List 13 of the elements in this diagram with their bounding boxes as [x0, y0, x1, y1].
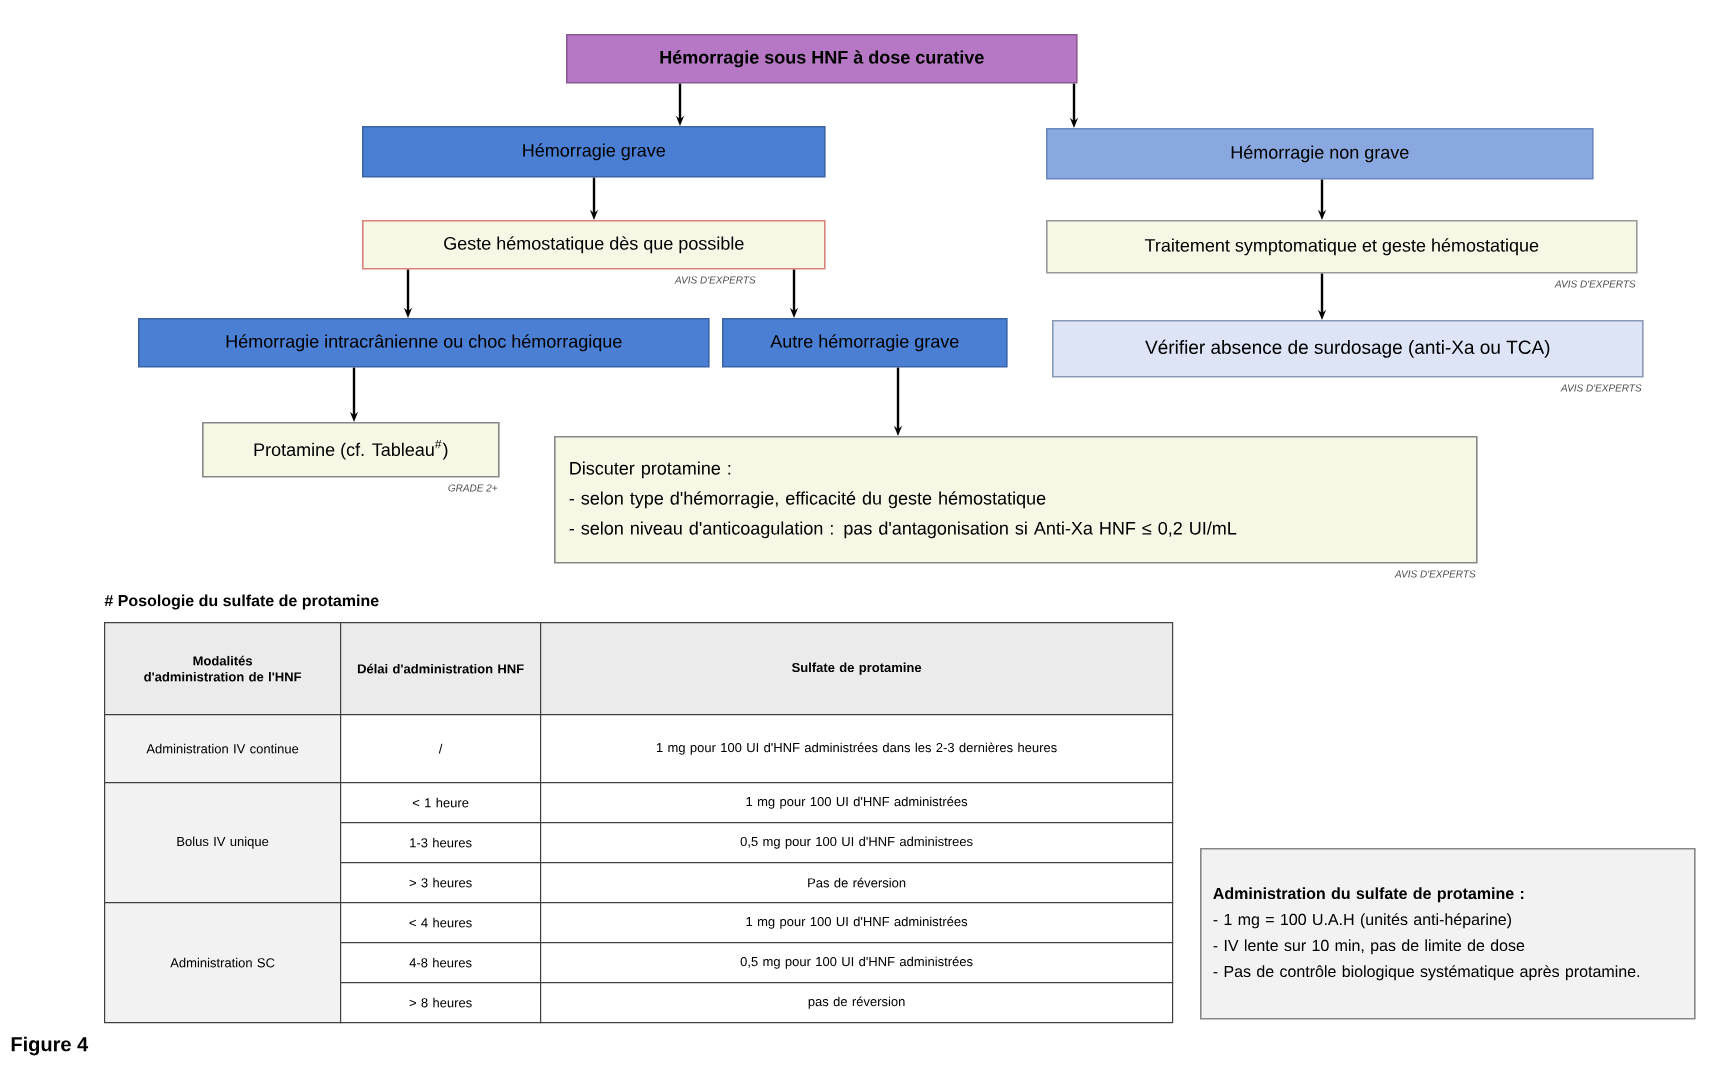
flowchart-box: Hémorragie grave: [362, 126, 826, 178]
flowchart-box: Geste hémostatique dès que possible: [362, 220, 826, 270]
flowchart-box: Vérifier absence de surdosage (anti-Xa ou TCA): [1052, 320, 1644, 378]
flowchart-box: Administration du sulfate de protamine : - 1 mg = 100 U.A.H (unités anti-héparine) - IV lente sur 10 min, pas de limite de dose - Pas de contrôle biologique systématique après protamine.: [1200, 848, 1696, 1020]
flowchart-box: Hémorragie non grave: [1046, 128, 1594, 180]
figure-label: Figure 4: [11, 1036, 89, 1056]
flowchart-box: Hémorragie intracrânienne ou choc hémorragique: [138, 318, 710, 368]
table-title: # Posologie du sulfate de protamine: [104, 594, 379, 610]
flowchart-box: Discuter protamine : - selon type d'hémorragie, efficacité du geste hémostatique - selon niveau d'anticoagulation : pas d'antagonisation si Anti-Xa HNF ≤ 0,2 UI/mL: [554, 436, 1478, 564]
flowchart-box: Protamine (cf. Tableau$^{#}$): [202, 422, 500, 478]
flowchart-box: Traitement symptomatique et geste hémostatique: [1046, 220, 1638, 274]
flowchart-box: Autre hémorragie grave: [722, 318, 1008, 368]
flowchart-box: Hémorragie sous HNF à dose curative: [566, 34, 1078, 84]
